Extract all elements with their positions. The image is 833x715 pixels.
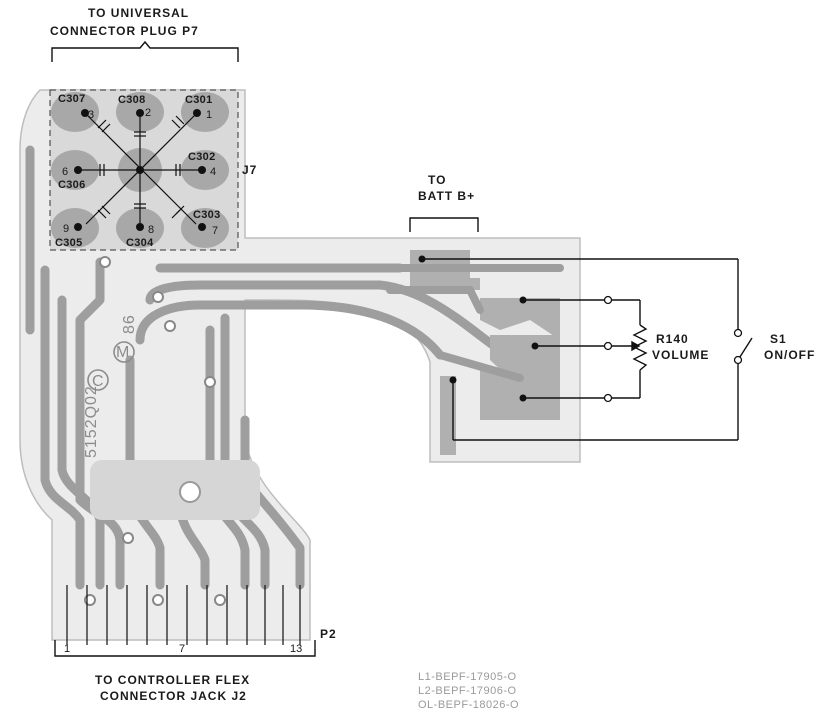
bottom-plug-label-p2: P2	[320, 627, 337, 641]
cap-label-c306: C306	[58, 179, 86, 191]
pin-label-8: 8	[148, 224, 154, 236]
bottom-pad-region	[90, 460, 260, 520]
switch-label-s1: S1	[770, 332, 787, 346]
cap-label-c301: C301	[185, 94, 213, 106]
board-number: 5152Q02	[83, 385, 100, 458]
connector-pins	[74, 109, 206, 231]
resistor-label-volume: VOLUME	[652, 348, 709, 362]
pin-label-2: 2	[145, 107, 151, 119]
volume-traces	[386, 264, 564, 382]
part-number-2: L2-BEPF-17906-O	[418, 685, 517, 697]
switch-label-onoff: ON/OFF	[764, 348, 815, 362]
finger-label-7: 7	[179, 643, 185, 655]
top-connector-label-line2: CONNECTOR PLUG P7	[50, 24, 199, 38]
pin-label-1: 1	[206, 109, 212, 121]
cap-label-c303: C303	[193, 209, 221, 221]
pin-label-9: 9	[63, 223, 69, 235]
cap-label-c304: C304	[126, 237, 154, 249]
top-connector-bracket	[51, 40, 239, 62]
bottom-connector-bracket	[54, 640, 316, 657]
cap-label-c308: C308	[118, 94, 146, 106]
batt-label-line2: BATT B+	[418, 189, 475, 203]
jack-label-j7: J7	[242, 163, 257, 177]
part-number-1: L1-BEPF-17905-O	[418, 671, 517, 683]
year-mark: 86	[121, 314, 138, 334]
part-number-3: OL-BEPF-18026-O	[418, 699, 519, 710]
cap-label-c307: C307	[58, 93, 86, 105]
top-connector-label-line1: TO UNIVERSAL	[88, 6, 189, 20]
mounting-hole	[179, 481, 201, 503]
motorola-logo: M	[116, 344, 130, 361]
copyright-mark: C	[92, 373, 105, 390]
bottom-connector-label-line2: CONNECTOR JACK J2	[100, 689, 247, 703]
pin-label-6: 6	[62, 166, 68, 178]
batt-label-line1: TO	[428, 173, 446, 187]
bottom-connector-label-line1: TO CONTROLLER FLEX	[95, 673, 250, 687]
board-marks: C M 86 5152Q02	[83, 314, 138, 458]
pin-label-4: 4	[210, 166, 216, 178]
resistor-label-r140: R140	[656, 332, 689, 346]
batt-bracket	[409, 217, 479, 232]
pin-label-7: 7	[212, 225, 218, 237]
connector-fingers	[66, 585, 301, 645]
finger-label-1: 1	[64, 643, 70, 655]
wiring-nodes	[418, 255, 743, 403]
pin-label-3: 3	[88, 109, 94, 121]
finger-label-13: 13	[290, 643, 302, 655]
cap-label-c305: C305	[55, 237, 83, 249]
volume-pads	[410, 250, 560, 455]
external-wiring	[422, 258, 753, 441]
cap-label-c302: C302	[188, 151, 216, 163]
